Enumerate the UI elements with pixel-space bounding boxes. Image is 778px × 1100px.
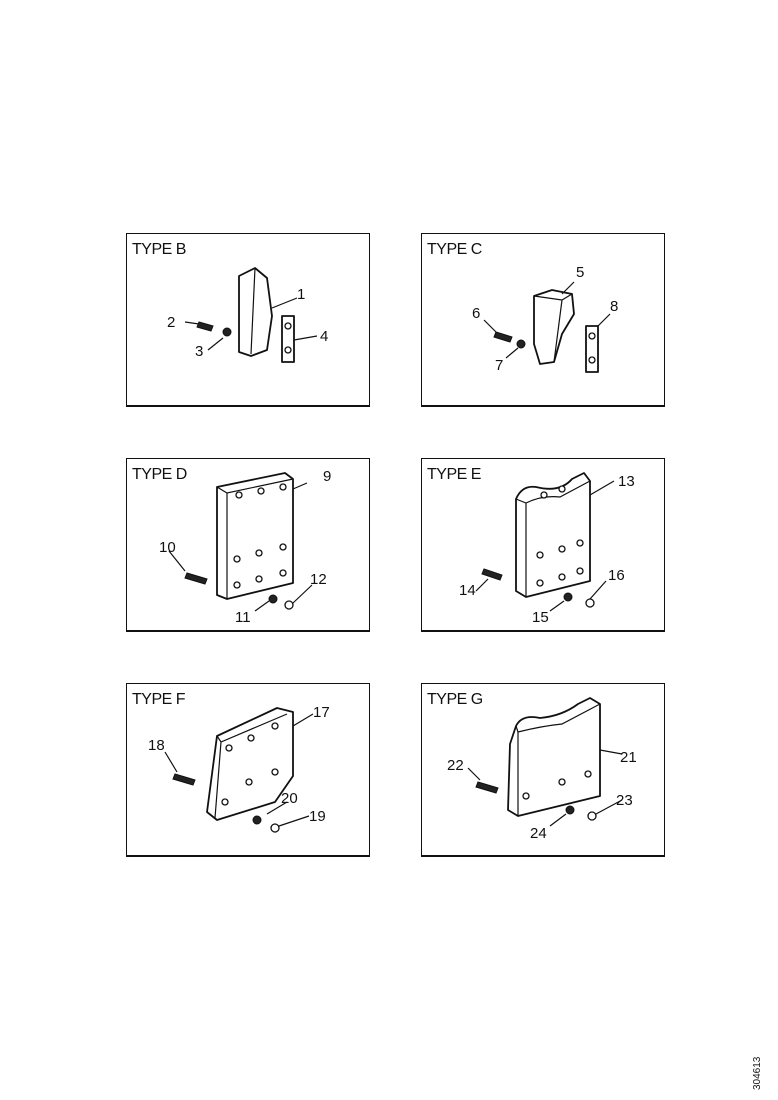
figure-id: 304613	[752, 1056, 763, 1090]
panel-type-g: TYPE G 21 22 23 24	[421, 683, 665, 857]
panel-type-c: TYPE C 5 6 7 8	[421, 233, 665, 407]
callout-13: 13	[618, 473, 635, 490]
callout-8: 8	[610, 298, 619, 315]
panel-type-d: TYPE D 9 10 11 12	[126, 458, 370, 632]
type-f-illustration	[164, 707, 314, 833]
callout-5: 5	[576, 264, 585, 281]
panel-title: TYPE E	[427, 466, 481, 483]
callout-6: 6	[472, 305, 481, 322]
type-g-illustration	[467, 697, 623, 827]
callout-16: 16	[608, 567, 625, 584]
panel-title: TYPE C	[427, 241, 482, 258]
callout-9: 9	[323, 468, 332, 485]
callout-20: 20	[281, 790, 298, 807]
callout-11: 11	[235, 609, 251, 626]
callout-19: 19	[309, 808, 326, 825]
callout-21: 21	[620, 749, 637, 766]
callout-23: 23	[616, 792, 633, 809]
type-d-illustration	[168, 472, 313, 612]
callout-24: 24	[530, 825, 547, 842]
callout-17: 17	[313, 704, 330, 721]
panel-type-f: TYPE F 17 18 19 20	[126, 683, 370, 857]
callout-7: 7	[495, 357, 504, 374]
callout-10: 10	[159, 539, 176, 556]
type-c-illustration	[483, 281, 611, 373]
panel-title: TYPE G	[427, 691, 483, 708]
callout-3: 3	[195, 343, 204, 360]
callout-18: 18	[148, 737, 165, 754]
panel-type-b: TYPE B 1 2 3 4	[126, 233, 370, 407]
callout-2: 2	[167, 314, 176, 331]
callout-12: 12	[310, 571, 327, 588]
callout-22: 22	[447, 757, 464, 774]
callout-4: 4	[320, 328, 329, 345]
type-b-illustration	[184, 267, 318, 363]
callout-15: 15	[532, 609, 549, 626]
panel-type-e: TYPE E 13 14 15 16	[421, 458, 665, 632]
panel-title: TYPE F	[132, 691, 186, 708]
panel-title: TYPE B	[132, 241, 186, 258]
callout-14: 14	[459, 582, 476, 599]
panel-title: TYPE D	[132, 466, 187, 483]
callout-1: 1	[297, 286, 306, 303]
type-e-illustration	[475, 472, 615, 612]
